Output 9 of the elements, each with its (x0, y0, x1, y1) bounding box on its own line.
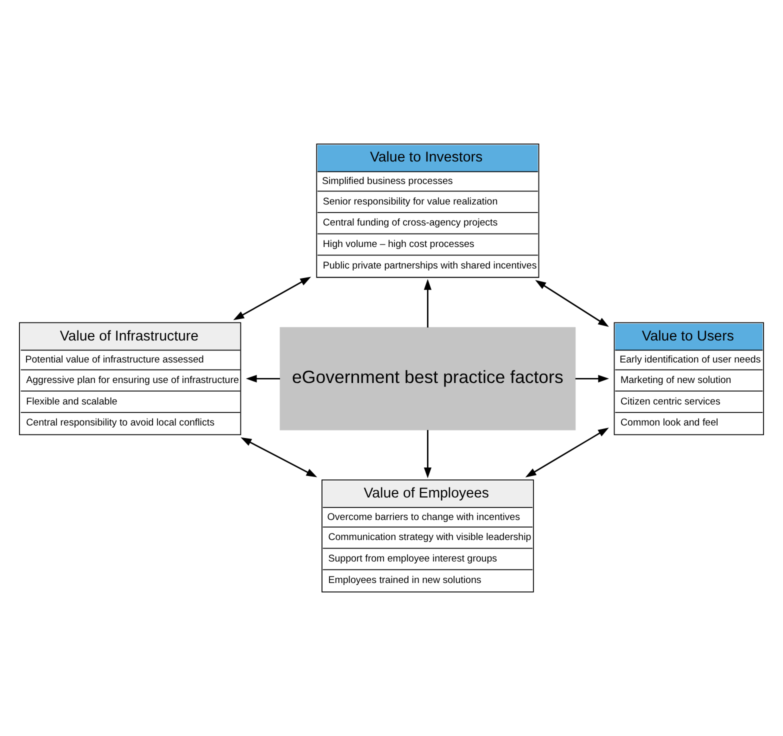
arrow (424, 430, 432, 478)
arrow (424, 278, 432, 328)
arrow (575, 374, 610, 382)
node-box: eGovernment best practice factors (280, 327, 576, 430)
arrow (233, 276, 312, 320)
arrow (535, 280, 609, 327)
arrow (525, 428, 609, 478)
arrow (240, 437, 318, 478)
arrow (246, 374, 280, 382)
